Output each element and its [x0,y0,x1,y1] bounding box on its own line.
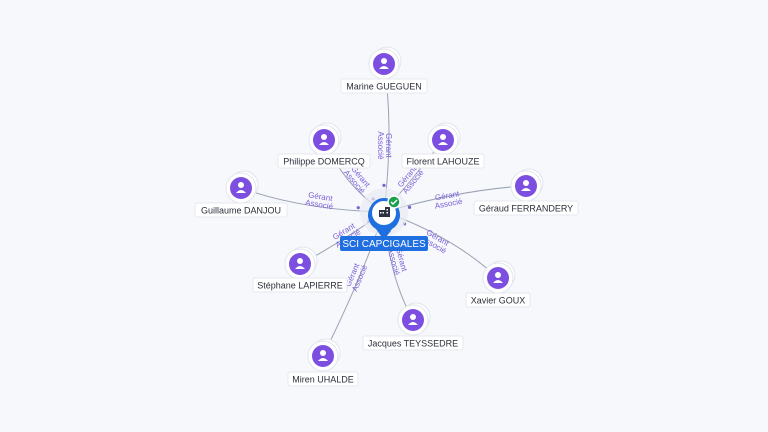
person-icon [521,180,531,191]
person-node-philippe-domercq[interactable]: Philippe DOMERCQ [277,122,371,169]
person-name[interactable]: Marine GUEGUEN [346,82,422,92]
person-name[interactable]: Géraud FERRANDERY [479,204,573,214]
person-icon [408,314,418,325]
check-badge-icon [387,195,401,209]
edge-role-geraud-ferrandery: GérantAssocié [433,189,464,211]
person-icon [295,258,305,269]
person-icon [493,272,503,283]
person-node-miren-uhalde[interactable]: Miren UHALDE [287,338,359,387]
person-label-bg [252,277,348,293]
company-label-bg [340,236,428,251]
person-node-jacques-teyssedre[interactable]: Jacques TEYSSEDRE [362,302,464,351]
person-name[interactable]: Jacques TEYSSEDRE [368,339,458,349]
person-label-bg [473,200,579,216]
person-node-guillaume-danjou[interactable]: Guillaume DANJOU [194,170,288,218]
person-label-bg [362,335,464,351]
person-node-stephane-lapierre[interactable]: Stéphane LAPIERRE [252,246,348,293]
person-name[interactable]: Stéphane LAPIERRE [257,281,343,291]
edge-role-guillaume-danjou: GérantAssocié [305,190,336,211]
person-label-bg [340,78,428,94]
company-node[interactable]: SCI CAPCIGALES [340,188,428,251]
person-name[interactable]: Miren UHALDE [292,375,354,385]
person-icon [236,182,246,193]
person-icon [379,58,389,69]
edge-role-florent-lahouze: GérantAssocié [395,163,426,196]
person-label-bg [194,202,288,218]
person-node-marine-gueguen[interactable]: Marine GUEGUEN [340,46,428,94]
person-label-bg [277,153,371,169]
person-label-bg [287,371,359,387]
person-name[interactable]: Philippe DOMERCQ [283,157,365,167]
edge-arrow-guillaume-danjou [356,206,360,210]
person-label-bg [401,153,485,169]
person-name[interactable]: Xavier GOUX [471,296,526,306]
person-node-xavier-goux[interactable]: Xavier GOUX [465,260,531,308]
person-node-florent-lahouze[interactable]: Florent LAHOUZE [401,122,485,169]
person-icon [319,134,329,145]
person-node-geraud-ferrandery[interactable]: Géraud FERRANDERY [473,168,579,216]
person-name[interactable]: Guillaume DANJOU [201,206,281,216]
edge-role-marine-gueguen: GérantAssocié [376,131,393,160]
edge-arrow-geraud-ferrandery [407,205,412,209]
person-name[interactable]: Florent LAHOUZE [406,157,479,167]
person-label-bg [465,292,531,308]
person-icon [318,350,328,361]
company-name[interactable]: SCI CAPCIGALES [342,239,426,250]
edge-arrow-marine-gueguen [382,183,386,187]
person-icon [438,134,448,145]
building-icon [379,207,390,217]
